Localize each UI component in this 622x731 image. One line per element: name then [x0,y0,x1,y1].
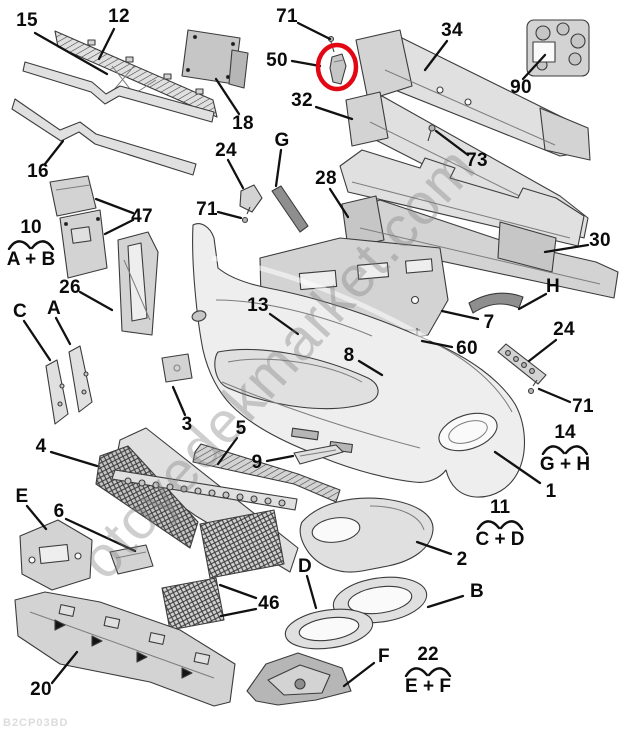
part-label-4: 4 [35,436,47,457]
part-34-upper-crossmember-shape [355,29,591,161]
part-label-90: 90 [510,77,532,98]
group-label-14: 14 G + H [540,423,590,474]
part-label-28: 28 [315,168,337,189]
part-15-trim-strip-shape [22,61,215,123]
part-label-24: 24 [215,140,237,161]
part-label-E: E [15,486,29,507]
part-2-lower-skirt-shape [299,497,434,573]
part-E-bracket-shape [19,519,93,591]
part-label-16: 16 [27,161,49,182]
brace-icon [7,240,55,250]
part-label-9: 9 [251,452,263,473]
part-label-71: 71 [196,199,218,220]
part-label-15: 15 [16,10,38,31]
part-label-A: A [46,298,62,319]
part-label-24: 24 [553,319,575,340]
part-24-bracket-right-shape [497,343,547,385]
brace-icon [404,667,452,677]
part-label-B: B [469,581,485,602]
group-combo: G + H [539,454,591,475]
part-label-1: 1 [545,481,557,502]
part-6-plate-shape [109,544,154,575]
part-label-34: 34 [441,20,463,41]
group-combo: E + F [405,676,451,697]
part-20-deflector-shape [14,591,236,707]
part-label-5: 5 [235,418,247,439]
part-label-8: 8 [343,345,355,366]
part-label-2: 2 [456,549,468,570]
part-label-26: 26 [59,277,81,298]
part-73-bolt [427,124,436,142]
part-label-G: G [274,130,290,151]
part-label-7: 7 [483,312,495,333]
part-71-bolt-top [327,35,335,53]
part-label-13: 13 [247,295,269,316]
brace-icon [476,520,524,530]
part-26-side-bracket-shape [117,231,159,336]
part-label-6: 6 [53,501,65,522]
group-label-22: 22 E + F [403,645,453,696]
part-18-plate-shape [181,29,249,89]
part-label-46: 46 [258,593,280,614]
group-number: 11 [489,497,511,518]
part-label-D: D [297,556,313,577]
group-combo: C + D [475,529,525,550]
brace-icon [541,445,589,455]
part-label-12: 12 [108,6,130,27]
group-label-10: 10 A + B [6,218,56,269]
group-number: 14 [554,422,576,443]
part-label-71: 71 [276,6,298,27]
part-H-trim-strip-shape [468,292,524,314]
part-label-50: 50 [266,50,288,71]
part-16-trim-strip-shape [11,98,197,176]
part-label-18: 18 [232,113,254,134]
part-50-bracket-shape [329,53,347,85]
group-number: 22 [417,644,439,665]
group-number: 10 [20,217,42,238]
part-F-bracket-shape [246,652,352,706]
part-D-fog-bezel-shape [284,608,374,650]
part-label-47: 47 [131,206,153,227]
part-90-bracket-unit-shape [526,19,590,77]
group-label-11: 11 C + D [475,498,525,549]
part-C-blade-shape [45,359,69,425]
part-label-3: 3 [181,414,193,435]
part-G-trim-strip-shape [271,185,309,233]
part-label-32: 32 [291,90,313,111]
part-A-blade-shape [68,345,93,413]
part-label-60: 60 [456,338,478,359]
part-24-bracket-left-shape [239,184,263,213]
part-label-H: H [545,276,561,297]
beaded-strip-detail [111,469,298,511]
part-46-mesh-grilles-shape [161,509,285,631]
part-label-20: 20 [30,679,52,700]
part-47-brackets-shape [49,175,108,279]
part-71-bolt-right [527,379,538,395]
part-label-C: C [12,301,28,322]
part-label-73: 73 [466,150,488,171]
part-3-clip-shape [161,353,193,383]
part-71-bolt-left [241,206,251,224]
part-label-71: 71 [572,396,594,417]
part-9-trim-strip-shape [293,444,344,465]
part-label-30: 30 [589,230,611,251]
group-combo: A + B [6,249,56,270]
drawing-reference-code: B2CP03BD [3,717,69,729]
part-label-F: F [378,646,390,667]
